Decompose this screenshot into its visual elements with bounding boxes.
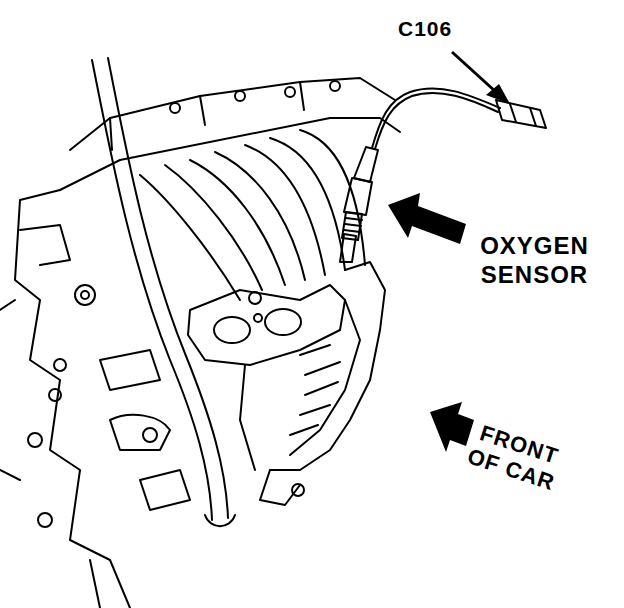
port-hole [214, 317, 250, 343]
bracket [100, 350, 160, 390]
oxygen-sensor-arrow [388, 193, 466, 244]
sensor-wire [375, 93, 498, 149]
connector-label: C106 [398, 16, 452, 41]
connector [510, 104, 536, 126]
runner [270, 138, 345, 270]
block-lines [0, 300, 100, 608]
runner [190, 160, 285, 285]
sensor-body [354, 147, 378, 182]
collector-rib [290, 300, 360, 455]
engine-drawing [0, 58, 546, 608]
collector [270, 262, 385, 470]
tube-bracket [205, 515, 235, 526]
sensor-thread [342, 212, 362, 240]
collector-edge [240, 365, 255, 470]
stud [254, 314, 262, 322]
bolt [292, 484, 304, 496]
bolt [330, 81, 340, 91]
runner [300, 130, 365, 265]
direction-label: FRONT OF CAR [462, 418, 569, 498]
coolant-fitting [110, 415, 170, 450]
front-arrow [430, 402, 474, 452]
bolt [54, 359, 66, 371]
bolt [285, 87, 295, 97]
bolt [28, 433, 42, 447]
manifold-flange [188, 285, 345, 365]
stud [249, 292, 261, 304]
bracket [140, 470, 190, 510]
dipstick-tube [108, 58, 228, 518]
connector [496, 100, 546, 128]
port-hole [265, 309, 301, 335]
collector-outlet [260, 470, 300, 505]
engine-block [15, 190, 130, 608]
dipstick-tube [92, 60, 212, 520]
runner [140, 175, 240, 300]
sensor-port [81, 291, 89, 299]
runner [245, 145, 325, 275]
fitting [143, 428, 157, 442]
block-boss [20, 225, 70, 265]
runner [165, 165, 262, 290]
sensor-hex [344, 178, 372, 215]
sensor-thread [344, 218, 362, 232]
sensor-port [75, 285, 95, 305]
bolt [170, 103, 180, 113]
shield-ribs [290, 345, 340, 435]
arrowhead [486, 84, 510, 104]
leader-line [452, 52, 496, 92]
part-label: OXYGEN SENSOR [472, 232, 597, 290]
runner [215, 152, 305, 280]
bolt [235, 91, 245, 101]
bolt [38, 513, 52, 527]
sensor-wire [372, 88, 500, 148]
bolt [49, 389, 61, 401]
